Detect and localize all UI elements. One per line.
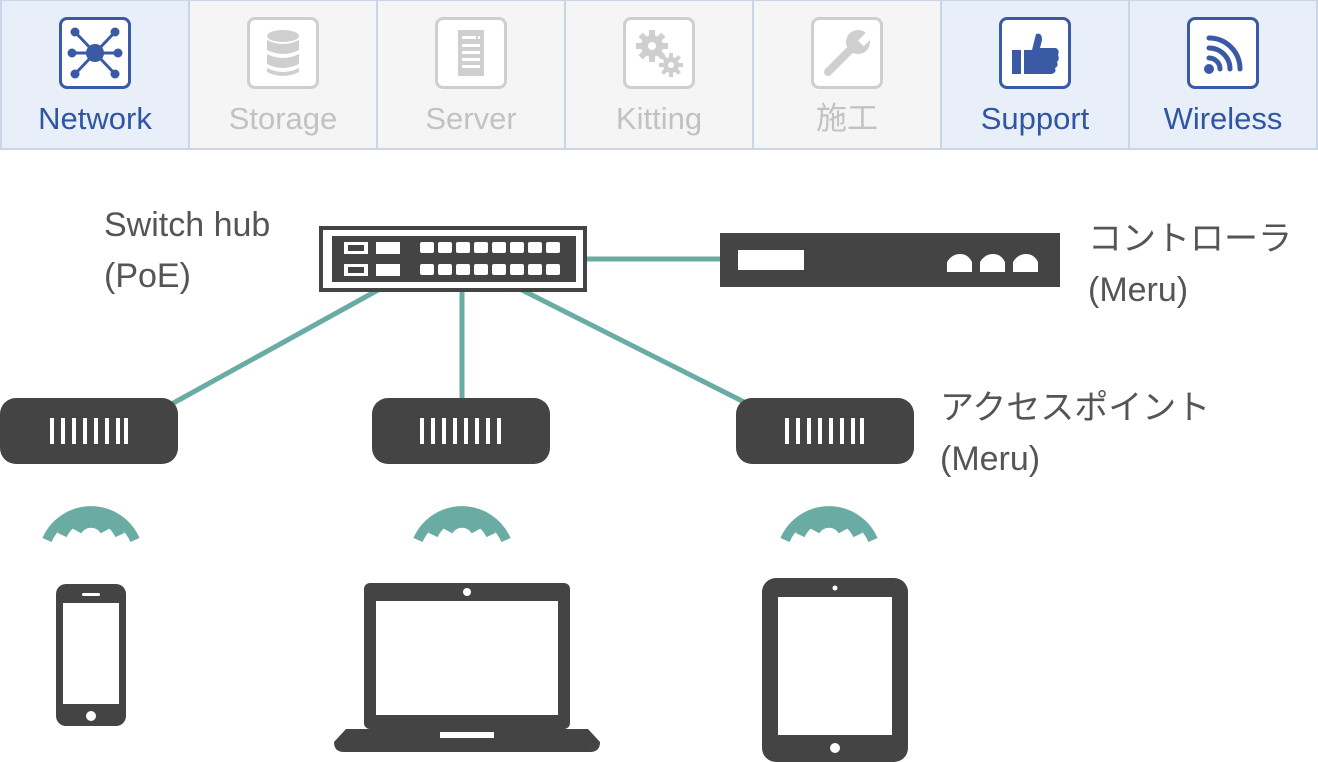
database-icon: [247, 17, 319, 89]
category-nav: Network Storage: [0, 0, 1318, 150]
controller-label: コントローラ: [1088, 220, 1292, 258]
access-point-icon: [372, 398, 550, 464]
access-point-icon: [736, 398, 914, 464]
nav-label-server: Server: [425, 101, 517, 136]
nav-label-storage: Storage: [228, 101, 338, 136]
nav-label-support: Support: [980, 101, 1090, 136]
switch-hub-label: Switch hub: [104, 206, 271, 244]
switch-hub-sublabel: (PoE): [104, 257, 191, 295]
server-icon: [435, 17, 507, 89]
switch-hub-icon: [319, 226, 587, 292]
wrench-icon: [811, 17, 883, 89]
gears-icon: [623, 17, 695, 89]
wifi-waves-icon: [413, 506, 511, 543]
wifi-waves-icon: [42, 506, 140, 543]
nav-item-kitting[interactable]: Kitting: [564, 1, 752, 148]
diagram-canvas: [0, 226, 1060, 762]
nav-label-kitting: Kitting: [615, 101, 703, 136]
nav-item-server[interactable]: Server: [376, 1, 564, 148]
controller-sublabel: (Meru): [1088, 271, 1189, 309]
access-point-icon: [0, 398, 178, 464]
nav-label-wireless: Wireless: [1163, 101, 1283, 136]
connection-lines: [166, 256, 754, 409]
link-switch-ap-3: [520, 287, 754, 409]
nav-label-network: Network: [38, 101, 152, 136]
access-point-sublabel: (Meru): [940, 440, 1041, 478]
nav-item-wireless[interactable]: Wireless: [1128, 1, 1318, 148]
tablet-icon: [762, 578, 908, 762]
access-point-label: アクセスポイント: [940, 389, 1211, 427]
nav-item-construction[interactable]: 施工: [752, 1, 940, 148]
network-icon: [59, 17, 131, 89]
controller-icon: [720, 233, 1060, 287]
link-switch-ap-1: [166, 287, 380, 409]
wifi-signal-icon: [1187, 17, 1259, 89]
nav-item-storage[interactable]: Storage: [188, 1, 376, 148]
laptop-icon: [334, 583, 600, 752]
wifi-waves-icon: [780, 506, 878, 543]
nav-item-support[interactable]: Support: [940, 1, 1128, 148]
smartphone-icon: [56, 584, 126, 726]
network-diagram: [0, 150, 1318, 762]
nav-item-network[interactable]: Network: [0, 1, 188, 148]
thumbs-up-icon: [999, 17, 1071, 89]
nav-label-construction: 施工: [816, 101, 878, 136]
